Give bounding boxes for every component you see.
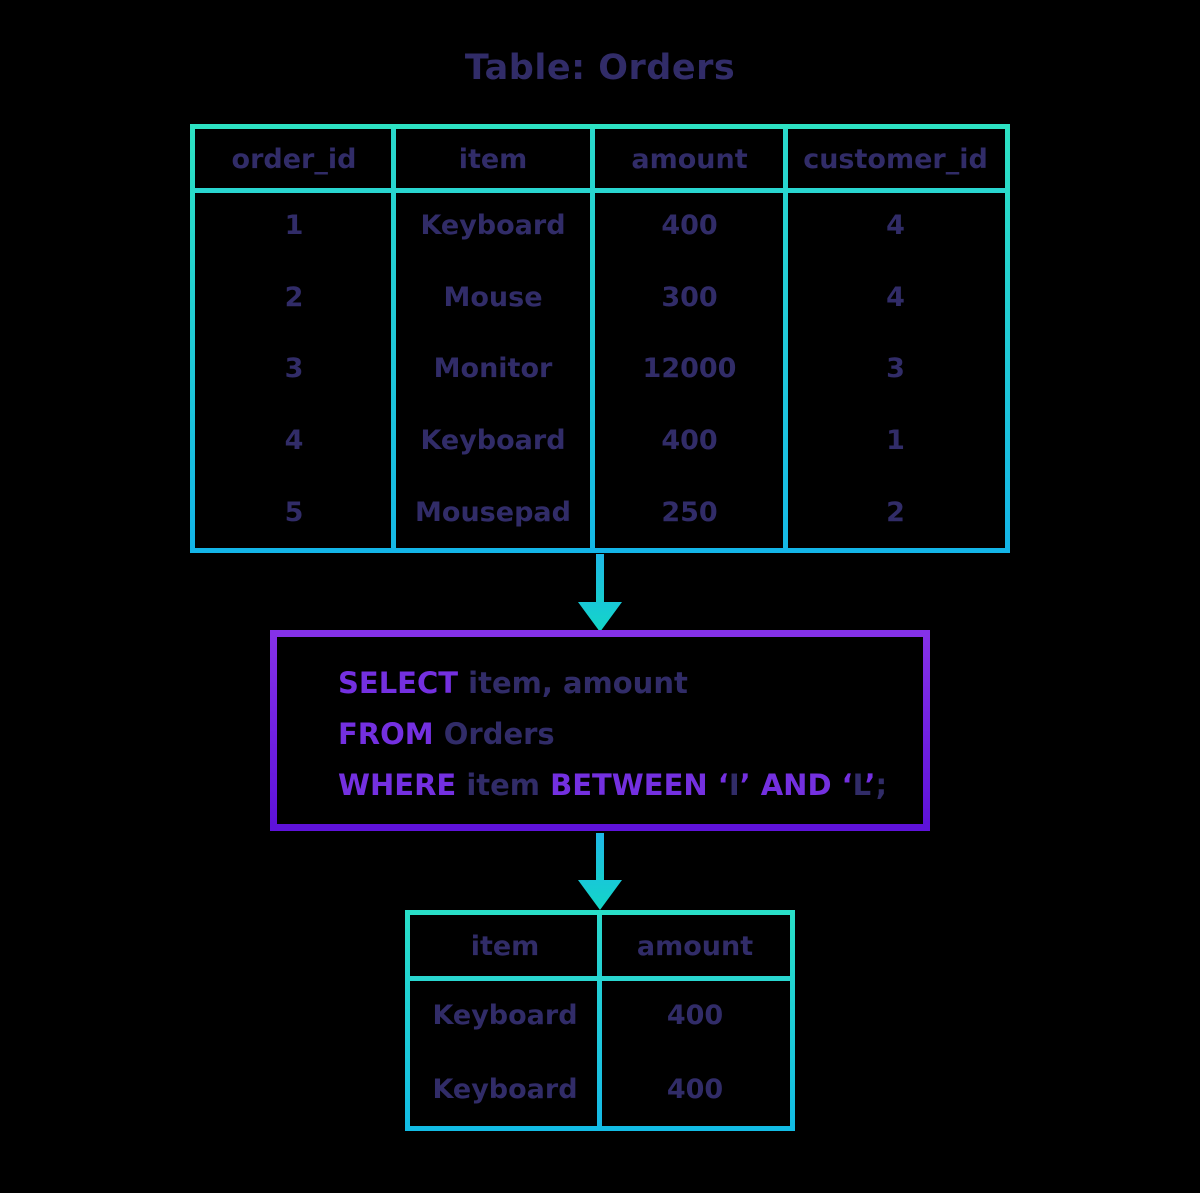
sql-keyword: AND <box>760 768 842 802</box>
table-cell: Monitor <box>433 353 553 385</box>
column-divider <box>783 129 788 548</box>
sql-token: I <box>728 768 740 802</box>
column-header: item <box>470 931 540 962</box>
sql-token: Orders <box>443 717 555 751</box>
sql-token: ; <box>875 768 888 802</box>
orders-table: order_id item amount customer_id 1 Keybo… <box>190 124 1010 553</box>
table-cell: 400 <box>661 425 718 457</box>
table-cell: 400 <box>666 999 724 1031</box>
table-cell: 250 <box>661 496 718 528</box>
table-cell: Mouse <box>443 281 543 313</box>
sql-token: L <box>852 768 865 802</box>
table-cell: 3 <box>886 353 905 385</box>
down-arrow-icon <box>570 554 630 632</box>
table-cell: 2 <box>284 281 304 313</box>
arrow-shaft <box>596 833 604 884</box>
table-cell: 400 <box>666 1073 724 1105</box>
sql-keyword: BETWEEN <box>550 768 718 802</box>
diagram-title: Table: Orders <box>464 48 736 88</box>
table-cell: 400 <box>661 210 718 242</box>
sql-keyword: WHERE <box>338 768 467 802</box>
table-cell: 4 <box>886 210 905 242</box>
table-cell: 12000 <box>642 353 737 385</box>
column-header: amount <box>636 931 754 962</box>
sql-token: item, amount <box>468 666 688 700</box>
sql-keyword: SELECT <box>338 666 469 700</box>
table-cell: Keyboard <box>420 425 566 457</box>
result-table: item amount Keyboard 400 Keyboard 400 <box>405 910 795 1131</box>
table-cell: 4 <box>284 425 304 457</box>
column-divider <box>590 129 595 548</box>
table-cell: Keyboard <box>432 1073 578 1105</box>
table-cell: 1 <box>284 210 304 242</box>
column-header: customer_id <box>803 144 988 175</box>
sql-quote: ’ <box>739 768 761 802</box>
column-header: order_id <box>231 144 357 175</box>
arrow-head <box>578 880 622 910</box>
orders-table-grid: order_id item amount customer_id 1 Keybo… <box>195 129 1005 548</box>
sql-token: item <box>466 768 551 802</box>
result-table-grid: item amount Keyboard 400 Keyboard 400 <box>410 915 790 1126</box>
header-divider <box>410 976 790 981</box>
table-cell: 2 <box>886 496 905 528</box>
sql-query-box: SELECT item, amount FROM Orders WHERE it… <box>270 630 930 831</box>
arrow-head <box>578 602 622 632</box>
arrow-shaft <box>596 554 604 606</box>
column-header: item <box>458 144 528 175</box>
column-divider <box>391 129 396 548</box>
table-cell: Keyboard <box>432 999 578 1031</box>
sql-quote: ‘ <box>841 768 853 802</box>
down-arrow-icon <box>570 833 630 910</box>
sql-line: SELECT item, amount <box>338 658 923 709</box>
sql-quote: ‘ <box>717 768 729 802</box>
column-divider <box>597 915 602 1126</box>
table-cell: 1 <box>886 425 905 457</box>
sql-quote: ’ <box>864 768 876 802</box>
table-cell: Mousepad <box>415 496 571 528</box>
table-cell: 5 <box>284 496 304 528</box>
table-cell: 4 <box>886 281 905 313</box>
sql-line: FROM Orders <box>338 709 923 760</box>
sql-line: WHERE item BETWEEN ‘I’ AND ‘L’; <box>338 760 923 811</box>
header-divider <box>195 188 1005 193</box>
table-cell: 300 <box>661 281 718 313</box>
table-cell: Keyboard <box>420 210 566 242</box>
table-cell: 3 <box>284 353 304 385</box>
sql-keyword: FROM <box>338 717 444 751</box>
column-header: amount <box>631 144 748 175</box>
